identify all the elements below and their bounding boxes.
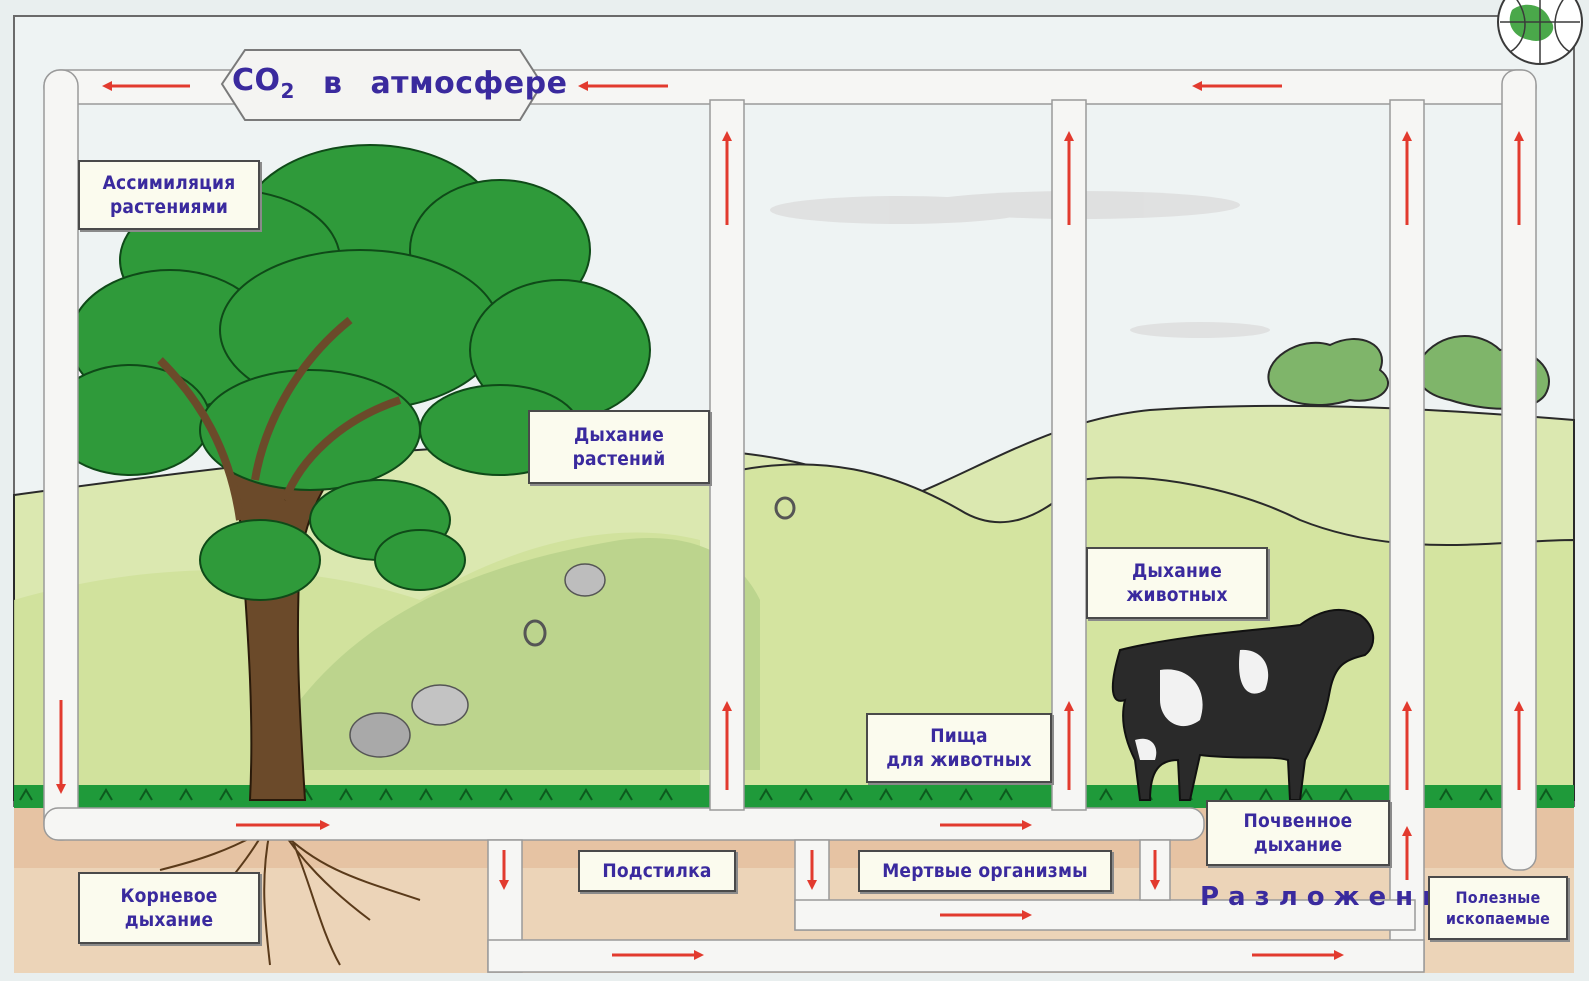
decomposition-label: Разложение xyxy=(1200,882,1476,912)
cow xyxy=(1111,608,1375,801)
globe-logo xyxy=(1497,0,1583,65)
food-for-animals-label: Пища для животных xyxy=(866,713,1052,783)
co2-formula: CO2 xyxy=(232,63,295,103)
plant-respiration-label: Дыхание растений xyxy=(528,410,710,484)
soil-respiration-label: Почвенное дыхание xyxy=(1206,800,1390,866)
rocks xyxy=(349,496,796,758)
co2-plaque xyxy=(220,49,544,121)
animal-respiration-label: Дыхание животных xyxy=(1086,547,1268,619)
dead-organisms-label: Мертвые организмы xyxy=(858,850,1112,892)
fossil-fuels-label: Полезные ископаемые xyxy=(1428,876,1568,940)
assimilation-label: Ассимиляция растениями xyxy=(78,160,260,230)
litter-label: Подстилка xyxy=(578,850,736,892)
flow-arrows xyxy=(56,81,1524,960)
root-respiration-label: Корневое дыхание xyxy=(78,872,260,944)
co2-preposition: в xyxy=(322,65,343,101)
co2-atmosphere-word: атмосфере xyxy=(370,65,568,101)
co2-in-atmosphere-label: CO2 в атмосфере xyxy=(232,58,567,108)
flow-bands xyxy=(43,69,1537,973)
tree xyxy=(49,144,651,801)
